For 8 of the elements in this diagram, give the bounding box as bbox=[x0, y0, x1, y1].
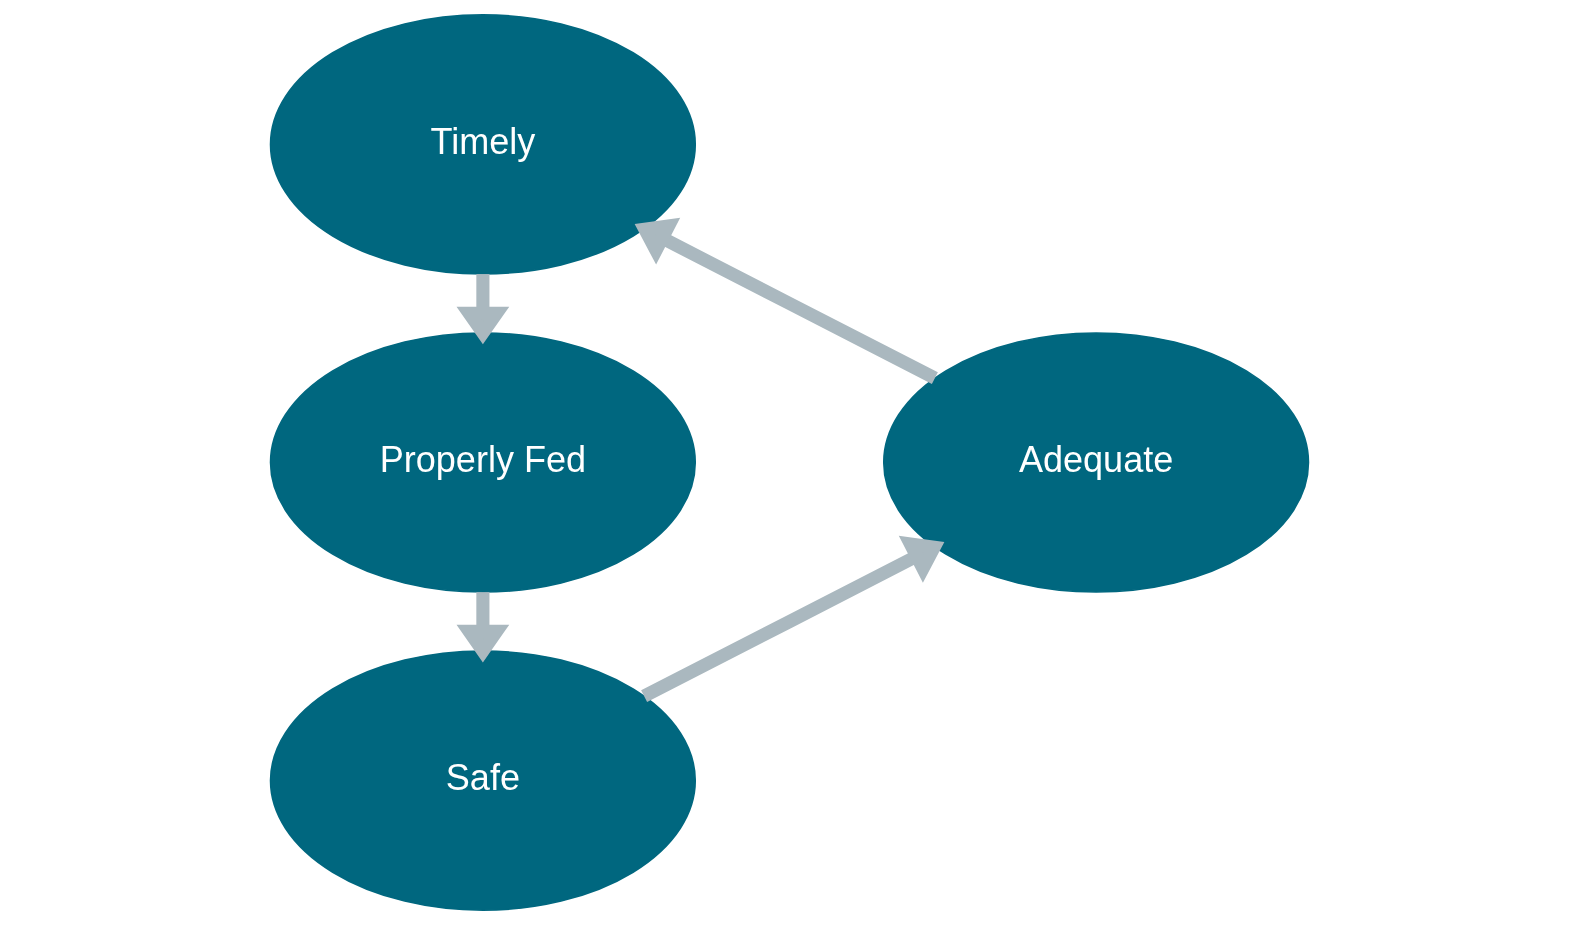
node-ellipse: Properly Fed bbox=[269, 332, 696, 593]
arrow bbox=[456, 274, 509, 345]
node-ellipse: Timely bbox=[269, 14, 696, 275]
node-ellipse: Adequate bbox=[882, 332, 1309, 593]
arrow bbox=[456, 592, 509, 663]
arrow bbox=[640, 535, 944, 702]
arrow bbox=[634, 217, 938, 384]
node-ellipse: Safe bbox=[269, 650, 696, 911]
